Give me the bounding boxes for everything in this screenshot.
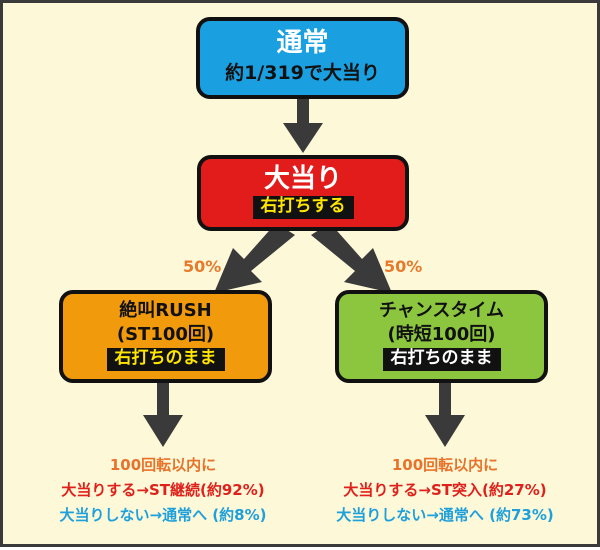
chance-result-condition: 100回転以内に: [391, 456, 499, 474]
chance-time-box: チャンスタイム (時短100回) 右打ちのまま: [335, 290, 548, 383]
rush-tag: 右打ちのまま: [106, 348, 225, 371]
chance-title: チャンスタイム: [378, 300, 505, 321]
arrows-layer: [143, 98, 465, 447]
arrow-chance-to-result: [425, 381, 465, 447]
chance-result: 100回転以内に 大当りする→ST突入(約27%) 大当りしない→通常へ (約7…: [299, 453, 591, 528]
right-percent: 50%: [384, 257, 423, 276]
rush-result-hit: 大当りする→ST継続(約92%): [61, 481, 265, 499]
arrow-jackpot-to-chance: [311, 223, 392, 293]
rush-result-condition: 100回転以内に: [109, 456, 217, 474]
jackpot-tag: 右打ちする: [252, 196, 354, 219]
jackpot-box: 大当り 右打ちする: [197, 155, 409, 231]
normal-odds: 約1/319で大当り: [225, 62, 380, 84]
rush-sub: (ST100回): [116, 324, 215, 345]
rush-result: 100回転以内に 大当りする→ST継続(約92%) 大当りしない→通常へ (約8…: [17, 453, 309, 528]
rush-result-miss: 大当りしない→通常へ (約8%): [59, 506, 267, 524]
rush-title: 絶叫RUSH: [119, 300, 212, 321]
arrow-jackpot-to-rush: [214, 223, 295, 293]
chance-tag: 右打ちのまま: [382, 348, 501, 371]
normal-state-box: 通常 約1/319で大当り: [196, 17, 409, 99]
rush-box: 絶叫RUSH (ST100回) 右打ちのまま: [59, 290, 272, 383]
chance-sub: (時短100回): [387, 324, 496, 345]
chance-result-miss: 大当りしない→通常へ (約73%): [336, 506, 554, 524]
jackpot-title: 大当り: [263, 164, 342, 194]
arrow-normal-to-jackpot: [283, 98, 323, 153]
normal-title: 通常: [276, 28, 329, 58]
arrow-rush-to-result: [143, 381, 183, 447]
chance-result-hit: 大当りする→ST突入(約27%): [343, 481, 547, 499]
left-percent: 50%: [183, 257, 222, 276]
